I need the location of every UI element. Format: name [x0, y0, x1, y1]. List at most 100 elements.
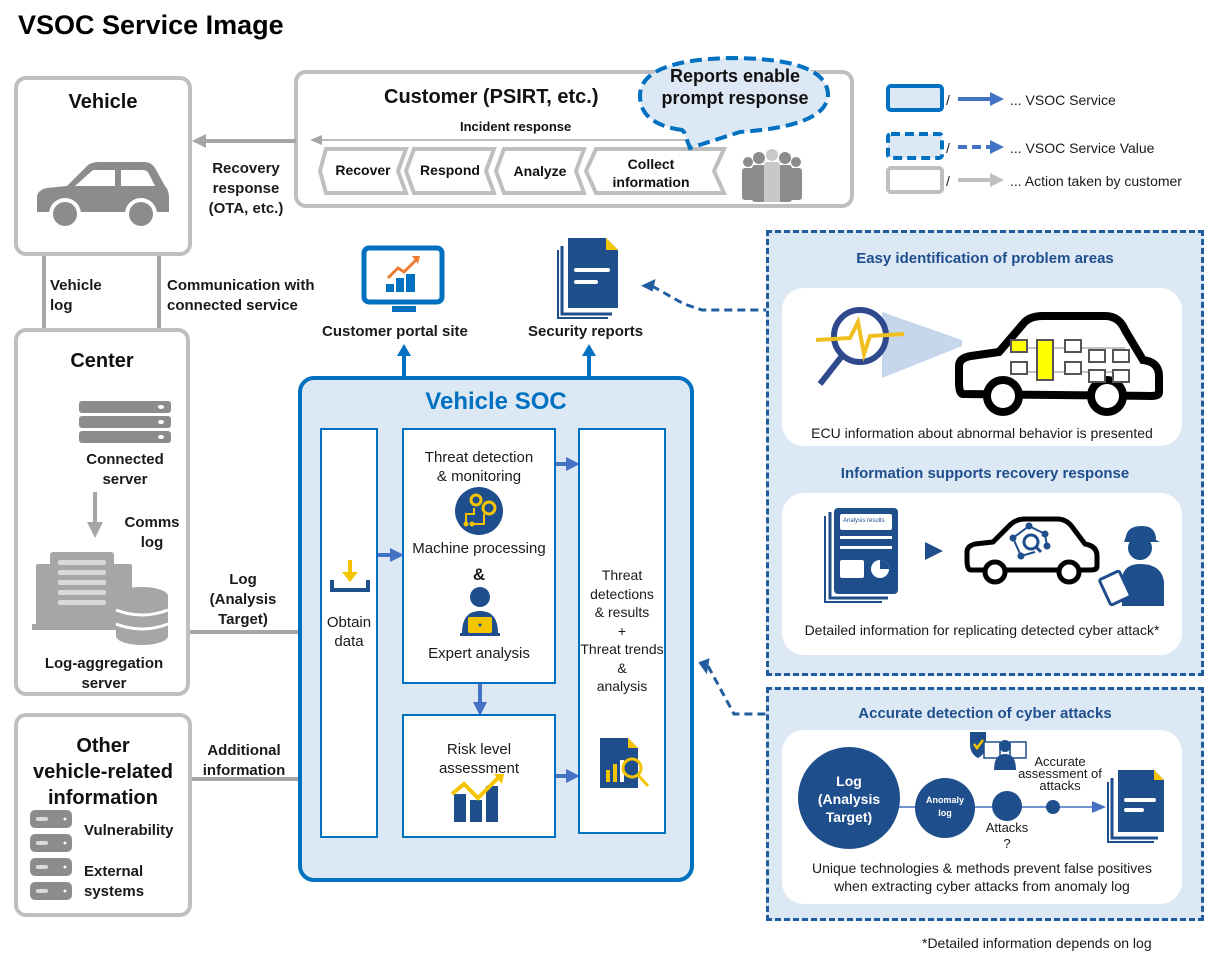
results-line: &	[617, 659, 627, 676]
anomaly-line1: Anomaly	[925, 795, 964, 805]
external-systems-label: External systems	[84, 862, 144, 902]
monitor-chart-icon	[361, 245, 445, 312]
expert-analysis-label: Expert analysis	[428, 645, 530, 662]
step-recover-label: Recover	[335, 162, 391, 178]
step-respond	[403, 147, 497, 195]
vehicle-log-label: Vehicle log	[50, 276, 102, 316]
engineer-tablet-icon	[1098, 526, 1164, 607]
ampersand-label: &	[472, 565, 486, 584]
vehicle-box	[14, 76, 192, 256]
vulnerability-icon	[30, 810, 72, 852]
car-network-icon	[964, 516, 1100, 585]
risk-to-results-arrow	[556, 769, 580, 783]
step-collect-label: Collect information	[596, 155, 706, 191]
legend-vsoc-service: ... VSOC Service	[1010, 92, 1116, 108]
legend-solid-blue-swatch	[886, 84, 944, 112]
portal-label: Customer portal site	[322, 323, 468, 340]
center-title: Center	[70, 350, 134, 372]
log-line2: (Analysis	[209, 591, 277, 608]
log-line1: Log	[229, 571, 257, 588]
step-analyze	[493, 147, 587, 195]
threat-to-results-arrow	[556, 457, 580, 471]
risk-trend-chart-icon	[450, 774, 504, 822]
obtain-to-threat-arrow	[378, 548, 404, 562]
recovery-line1: Recovery	[212, 160, 280, 177]
additional-info-label: Additional information	[196, 741, 292, 781]
comms-log-arrow	[87, 492, 103, 538]
log-circle-line3: Target)	[825, 809, 873, 825]
accurate-line3: attacks	[1039, 778, 1081, 793]
log-circle-line2: (Analysis	[817, 791, 881, 807]
value-title-recovery: Information supports recovery response	[840, 465, 1130, 482]
anomaly-line2: log	[938, 808, 952, 818]
threat-detection-title: Threat detection & monitoring	[402, 448, 556, 486]
incident-response-arrow	[310, 135, 690, 145]
comm-line1: Communication with	[167, 277, 315, 294]
communication-label: Communication with connected service	[167, 276, 315, 316]
results-line: Threat trends	[580, 641, 664, 657]
step-respond-label: Respond	[420, 162, 480, 178]
value-caption-recovery: Detailed information for replicating det…	[804, 622, 1160, 638]
comms-log-line2: log	[140, 534, 164, 551]
log-analysis-label: Log (Analysis Target)	[200, 570, 286, 630]
obtain-line1: Obtain	[326, 614, 372, 631]
recovery-line2: response	[212, 180, 280, 197]
threat-to-risk-arrow	[473, 684, 487, 716]
legend-separator: /	[946, 140, 950, 156]
page-title: VSOC Service Image	[18, 10, 284, 40]
results-line: +	[617, 622, 627, 639]
car-ecu-icon	[955, 312, 1163, 416]
other-title-line3: information	[48, 787, 158, 809]
log-aggregation-label: Log-aggregation server	[24, 654, 184, 694]
people-group-icon	[742, 149, 802, 202]
risk-line2: assessment	[438, 760, 520, 777]
callout-line2: prompt response	[661, 88, 809, 108]
additional-line2: information	[202, 762, 286, 779]
legend-gray-arrow	[958, 173, 1004, 187]
recovery-response-label: Recovery response (OTA, etc.)	[198, 159, 294, 219]
log-line3: Target)	[218, 611, 268, 628]
accurate-line1: Accurate	[1034, 754, 1086, 769]
collect-line2: information	[612, 174, 690, 190]
recovery-line3: (OTA, etc.)	[208, 200, 284, 217]
attacks-line1: Attacks	[985, 820, 1029, 835]
threat-detection-box	[402, 428, 556, 684]
connected-server-line1: Connected	[86, 451, 164, 468]
anomaly-log-circle	[915, 778, 975, 838]
legend-separator: /	[946, 92, 950, 108]
car-icon	[37, 162, 169, 230]
value-title-identification: Easy identification of problem areas	[856, 250, 1114, 267]
legend-dashed-blue-swatch	[886, 132, 944, 160]
obtain-data-column	[320, 428, 378, 838]
step-recover	[317, 147, 409, 195]
comms-log-label: Comms log	[120, 513, 184, 553]
vehicle-log-line2: log	[50, 297, 73, 314]
detection-caption-line1: Unique technologies & methods prevent fa…	[811, 860, 1153, 876]
play-triangle-icon	[925, 542, 943, 560]
results-line: detections	[590, 585, 654, 602]
analysis-results-doc-icon	[824, 508, 898, 603]
incident-response-label: Incident response	[460, 119, 572, 134]
connected-server-label: Connected server	[70, 450, 180, 490]
callout-line1: Reports enable	[669, 66, 801, 86]
additional-line1: Additional	[207, 742, 281, 759]
vehicle-log-line1: Vehicle	[50, 277, 102, 294]
anomaly-log-label: Anomaly log	[914, 794, 976, 820]
value-title-detection: Accurate detection of cyber attacks	[858, 705, 1112, 722]
other-title-line1: Other	[76, 735, 130, 757]
security-report-icon	[557, 238, 618, 319]
threat-results-label: Threat detections & results + Threat tre…	[574, 566, 670, 696]
analysis-results-doc-label: Analysis results	[843, 518, 885, 524]
value-to-reports-dashed-arrow	[641, 278, 766, 312]
report-analysis-icon	[600, 738, 650, 788]
analyst-shield-icon	[970, 732, 1027, 770]
log-circle-label: Log (Analysis Target)	[797, 772, 901, 826]
legend-customer-action: ... Action taken by customer	[1010, 173, 1182, 189]
external-line1: External	[84, 863, 144, 880]
results-line: analysis	[596, 678, 648, 694]
step-collect	[583, 147, 728, 195]
small-dot	[1046, 800, 1060, 814]
vulnerability-label: Vulnerability	[84, 822, 174, 839]
accurate-assessment-label: Accurate assessment of attacks	[1010, 754, 1110, 793]
value-caption-identification: ECU information about abnormal behavior …	[811, 425, 1153, 441]
